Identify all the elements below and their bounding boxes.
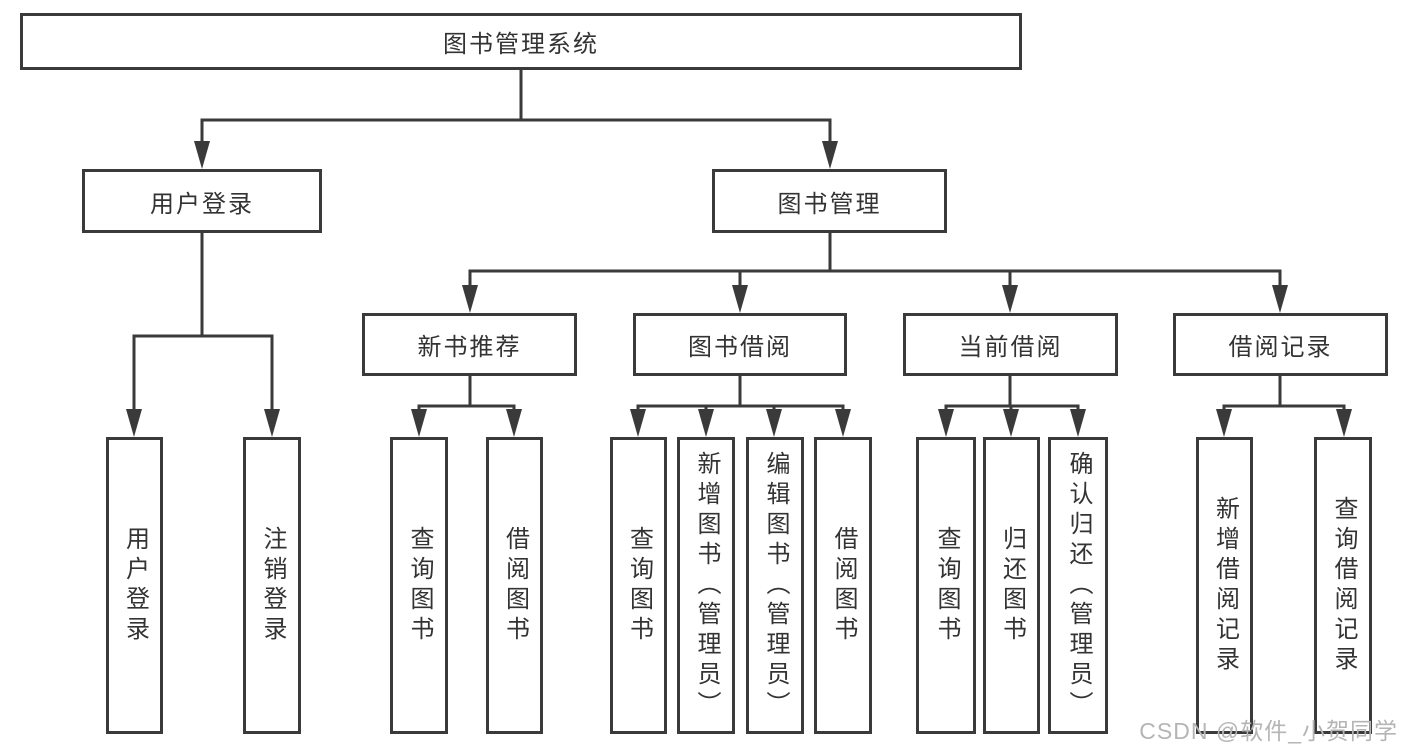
leaf-add-books-admin: 新增图书（管理员）: [677, 437, 735, 734]
leaf-add-borrow-record: 新增借阅记录: [1196, 437, 1253, 734]
leaf-query-books-recommend-label: 查询图书: [406, 525, 433, 646]
node-new-book-recommendation: 新书推荐: [362, 313, 577, 376]
leaf-borrow-books-label: 借阅图书: [830, 525, 857, 646]
leaf-query-borrow-record: 查询借阅记录: [1314, 437, 1372, 734]
leaf-edit-books-admin: 编辑图书（管理员）: [746, 437, 804, 734]
root-node: 图书管理系统: [20, 13, 1022, 70]
node-book-borrowing: 图书借阅: [633, 313, 847, 376]
leaf-query-books-borrow-label: 查询图书: [625, 525, 653, 646]
leaf-borrow-books-recommend: 借阅图书: [486, 437, 543, 734]
leaf-query-books-current-label: 查询图书: [933, 525, 960, 646]
leaf-add-borrow-record-label: 新增借阅记录: [1211, 495, 1239, 676]
leaf-return-books: 归还图书: [983, 437, 1040, 734]
watermark: CSDN @软件_小贺同学: [1139, 718, 1398, 744]
leaf-logout-label: 注销登录: [259, 525, 286, 646]
node-current-borrowing-label: 当前借阅: [958, 334, 1063, 361]
node-new-book-recommendation-label: 新书推荐: [417, 334, 522, 361]
node-book-borrowing-label: 图书借阅: [688, 334, 792, 361]
node-user-login-label: 用户登录: [150, 190, 254, 218]
node-current-borrowing: 当前借阅: [903, 313, 1118, 376]
root-node-label: 图书管理系统: [443, 31, 599, 58]
leaf-query-books-current: 查询图书: [916, 437, 976, 734]
leaf-edit-books-admin-label: 编辑图书（管理员）: [762, 450, 789, 721]
node-borrowing-records-label: 借阅记录: [1228, 334, 1333, 361]
leaf-borrow-books-recommend-label: 借阅图书: [501, 525, 529, 646]
leaf-confirm-return-admin: 确认归还（管理员）: [1048, 437, 1108, 734]
leaf-logout: 注销登录: [243, 437, 301, 734]
leaf-query-borrow-record-label: 查询借阅记录: [1330, 495, 1357, 676]
node-book-management: 图书管理: [712, 169, 947, 233]
leaf-user-login: 用户登录: [106, 437, 163, 734]
node-user-login: 用户登录: [82, 169, 322, 233]
node-borrowing-records: 借阅记录: [1173, 313, 1388, 376]
node-book-management-label: 图书管理: [777, 190, 882, 218]
leaf-add-books-admin-label: 新增图书（管理员）: [693, 450, 720, 721]
leaf-borrow-books: 借阅图书: [814, 437, 872, 734]
leaf-confirm-return-admin-label: 确认归还（管理员）: [1065, 450, 1092, 721]
leaf-query-books-recommend: 查询图书: [390, 437, 448, 734]
leaf-return-books-label: 归还图书: [998, 525, 1026, 646]
arrowheads: [126, 141, 1352, 437]
leaf-query-books-borrow: 查询图书: [610, 437, 667, 734]
leaf-user-login-label: 用户登录: [121, 525, 149, 646]
